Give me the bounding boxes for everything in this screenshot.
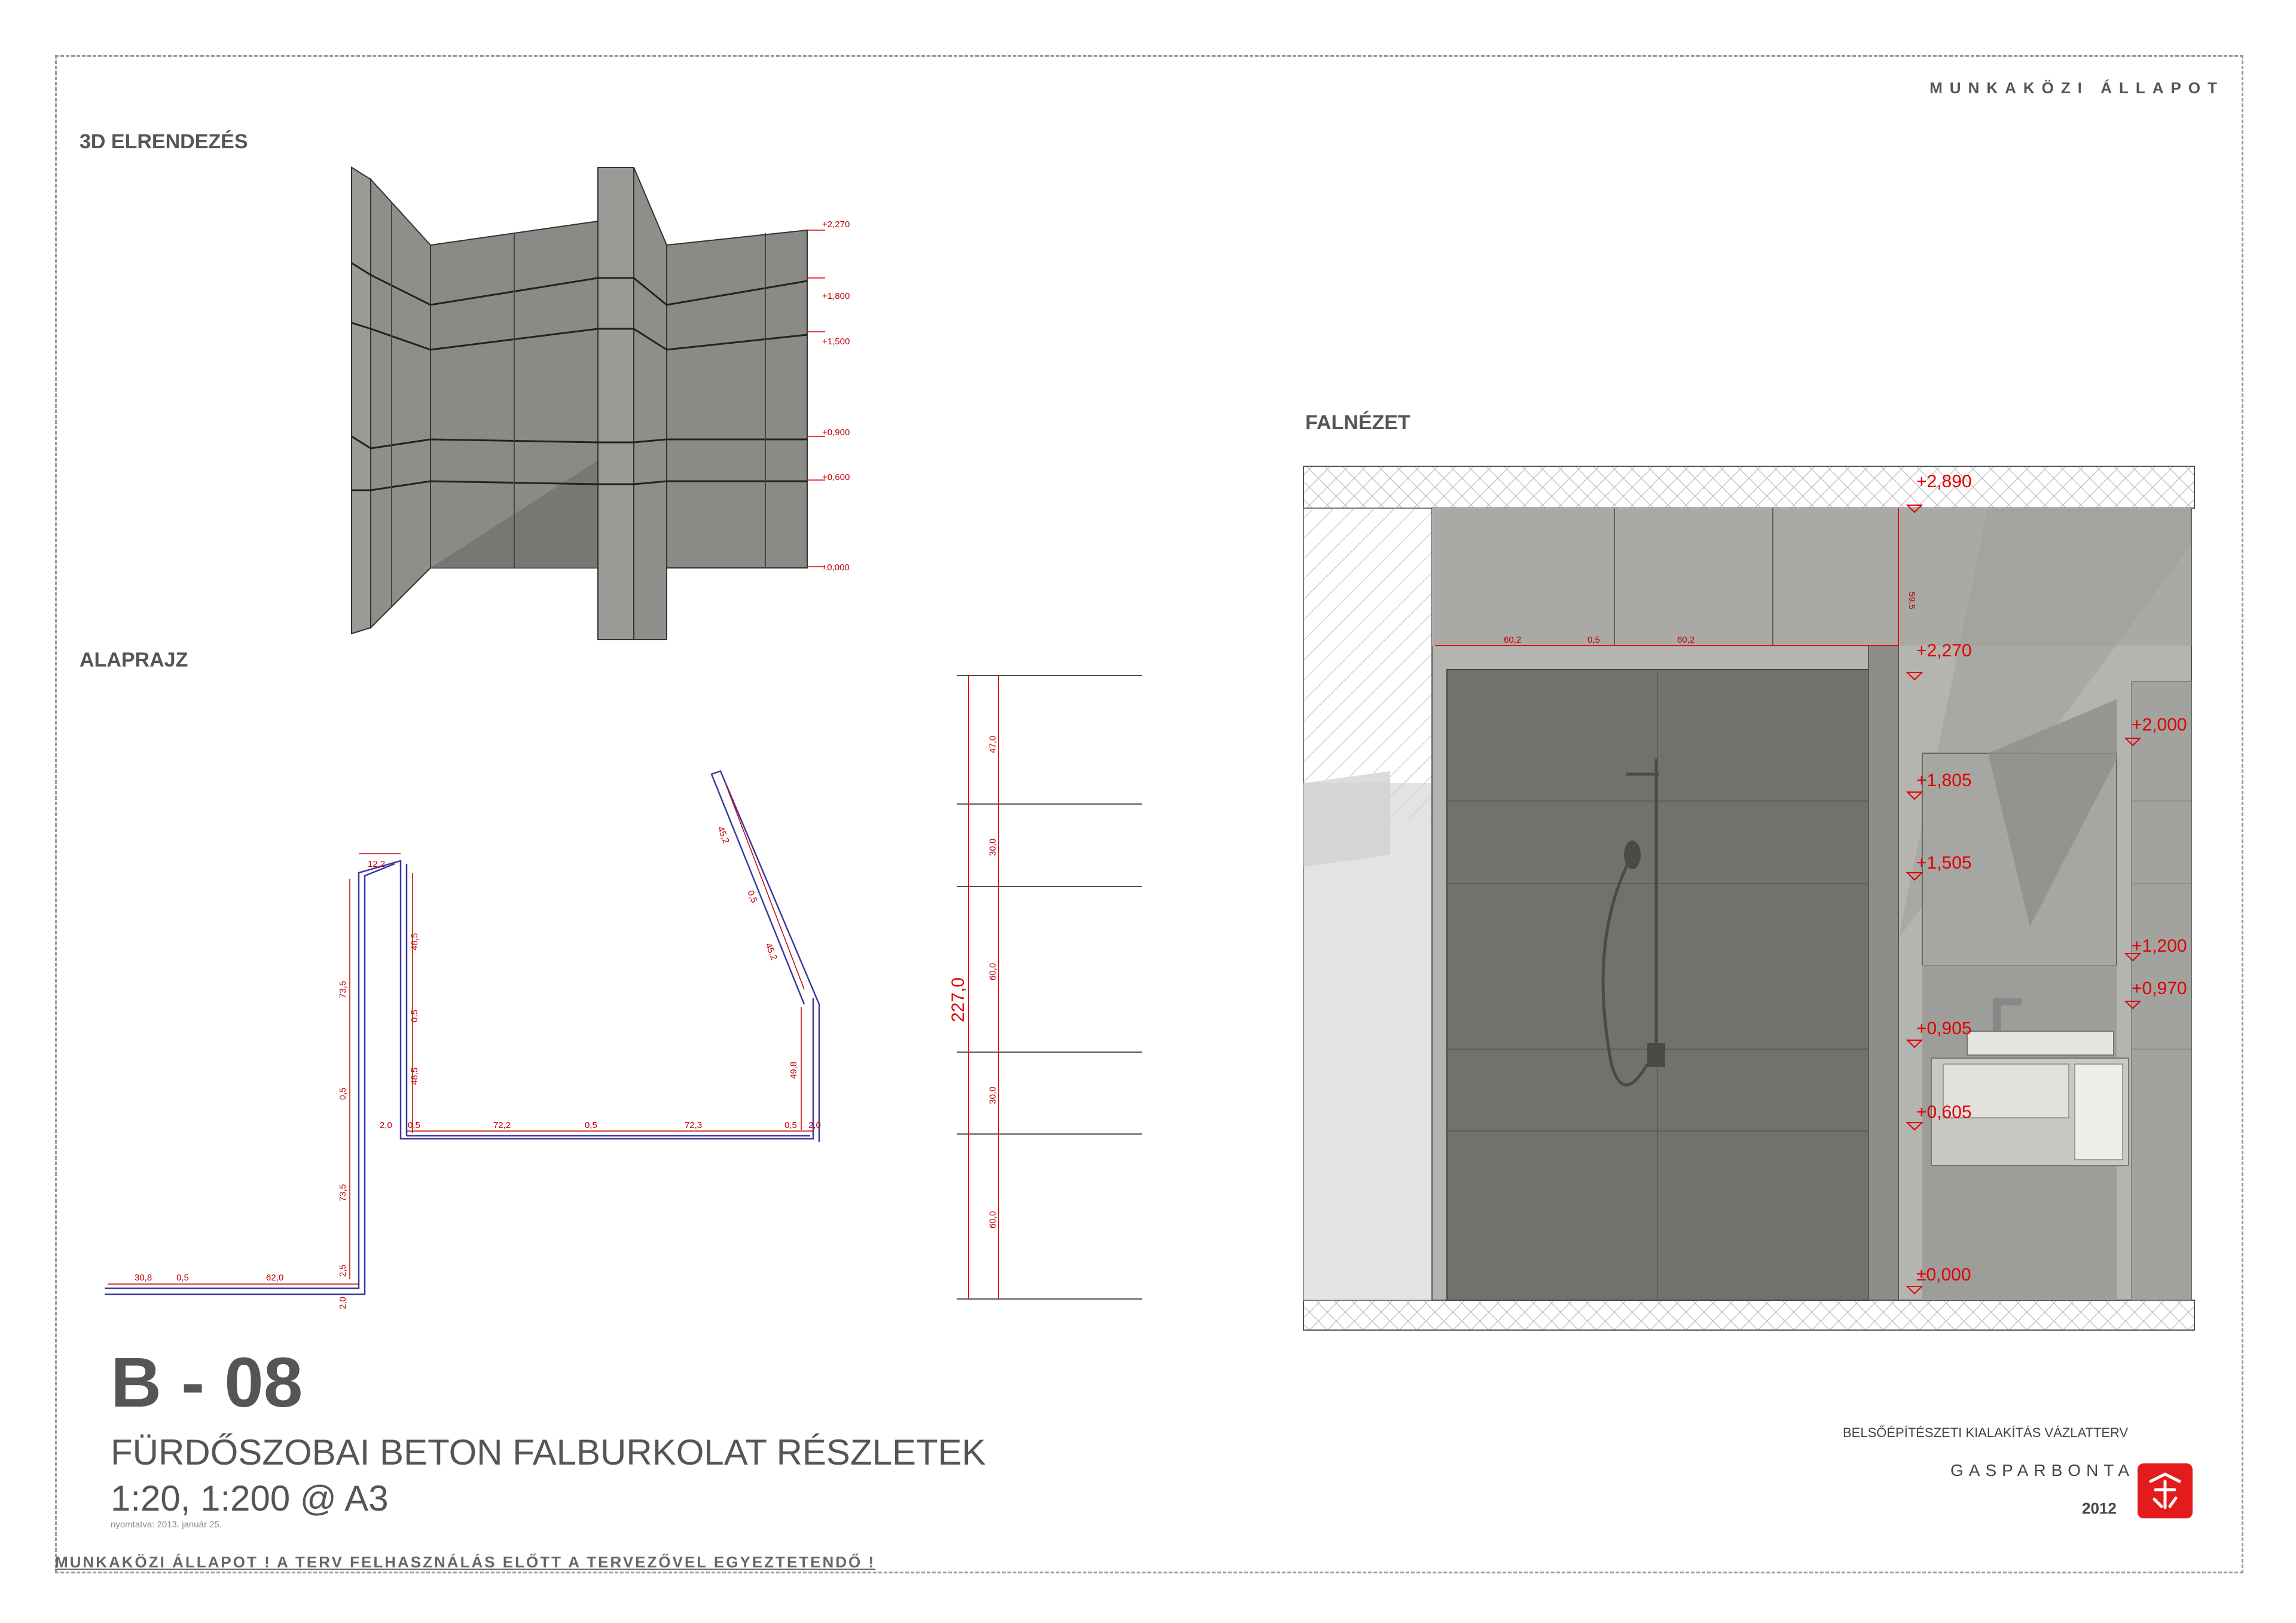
plan-dim-h1: 48,5 <box>410 933 420 950</box>
plan-dim-b7: 2,0 <box>808 1120 821 1130</box>
plan-dim-v2: 0,5 <box>338 1087 348 1100</box>
plan-dim-b2: 0,5 <box>408 1120 420 1130</box>
segment-1-label: 47,0 <box>988 736 998 753</box>
elev-level-0000: ±0,000 <box>1916 1265 1971 1285</box>
elev-level-2270: +2,270 <box>1916 641 1972 661</box>
wall-left-edge <box>351 166 371 635</box>
sink <box>1967 1031 2114 1056</box>
level-3d-1800: +1,800 <box>822 291 850 301</box>
segment-3-label: 60,0 <box>988 963 998 980</box>
status-header: MUNKAKÖZI ÁLLAPOT <box>1929 79 2224 97</box>
plan-dim-s2: 0,5 <box>745 889 759 904</box>
elev-dim-w2: 0,5 <box>1587 635 1600 645</box>
plan-dim-d3: 62,0 <box>266 1273 283 1283</box>
wall-right <box>666 229 808 568</box>
plan-dim-b1: 2,0 <box>380 1120 392 1130</box>
sheet-scale: 1:20, 1:200 @ A3 <box>111 1478 389 1518</box>
elev-level-0970: +0,970 <box>2132 979 2187 998</box>
wall-left <box>370 178 431 629</box>
level-3d-1500: +1,500 <box>822 337 850 347</box>
plan-dim-b4: 0,5 <box>585 1120 597 1130</box>
designer-name: GASPARBONTA <box>1950 1461 2135 1480</box>
elev-level-1805: +1,805 <box>1916 771 1972 790</box>
segment-4-label: 30,0 <box>988 1087 998 1104</box>
print-date: nyomtatva: 2013. január 25. <box>111 1520 222 1530</box>
floor-slab <box>1303 1300 2195 1331</box>
level-3d-0900: +0,900 <box>822 427 850 438</box>
sheet-title: FÜRDŐSZOBAI BETON FALBURKOLAT RÉSZLETEK <box>111 1432 986 1472</box>
ceiling-slab <box>1303 466 2195 509</box>
view-3d-drawing: +2,270 +1,800 +1,500 +0,900 +0,600 ±0,00… <box>351 166 850 640</box>
elev-level-1200: +1,200 <box>2132 936 2187 956</box>
elev-level-top: +2,890 <box>1916 472 1972 491</box>
plan-dim-b3: 72,2 <box>493 1120 511 1130</box>
section-title-elevation: FALNÉZET <box>1305 411 1410 434</box>
segment-5-label: 60,0 <box>988 1211 998 1228</box>
sheet-frame <box>55 55 2243 1573</box>
plan-dim-s4: 49,8 <box>789 1062 799 1079</box>
elev-level-0605: +0,605 <box>1916 1102 1972 1122</box>
level-3d-2270: +2,270 <box>822 219 850 230</box>
level-3d-0600: +0,600 <box>822 472 850 482</box>
pillar-side <box>633 167 667 640</box>
floor-plan-drawing: 30,8 0,5 62,0 2,5 2,0 73,5 0,5 73,5 12,2… <box>105 770 821 1309</box>
plan-dim-v3: 73,5 <box>338 1184 348 1202</box>
plan-dim-h3: 48,5 <box>410 1068 420 1085</box>
elev-dim-w3: 60,2 <box>1677 635 1694 645</box>
elev-level-1505: +1,505 <box>1916 853 1972 873</box>
level-3d-0000: ±0,000 <box>822 563 850 573</box>
sheet-code: B - 08 <box>111 1343 303 1422</box>
plan-dim-v1: 73,5 <box>338 981 348 998</box>
vertical-dimension-drawing: 227,0 47,0 30,0 60,0 30,0 60,0 <box>948 675 1142 1300</box>
plan-dim-d1: 30,8 <box>135 1273 152 1283</box>
section-title-3d: 3D ELRENDEZÉS <box>80 130 248 153</box>
pillar-front <box>597 167 634 640</box>
plan-dim-b5: 72,3 <box>685 1120 702 1130</box>
elev-level-0905: +0,905 <box>1916 1019 1972 1038</box>
elev-level-2000: +2,000 <box>2132 715 2187 735</box>
project-year: 2012 <box>2082 1499 2117 1517</box>
designer-logo-icon <box>2138 1463 2193 1518</box>
plan-dim-h2: 0,5 <box>410 1010 420 1022</box>
plan-dim-d5: 2,0 <box>338 1297 348 1309</box>
status-warning: MUNKAKÖZI ÁLLAPOT ! A TERV FELHASZNÁLÁS … <box>55 1553 876 1571</box>
plan-dim-s3: 45,2 <box>763 942 779 961</box>
total-height-label: 227,0 <box>948 977 968 1022</box>
segment-2-label: 30,0 <box>988 839 998 856</box>
elev-dim-w1: 60,2 <box>1504 635 1521 645</box>
elev-dim-h: 59,5 <box>1907 592 1917 609</box>
elevation-drawing: 60,2 0,5 60,2 59,5 +2,890 +2,270 +2,000 … <box>1303 466 2195 1331</box>
plan-dim-s1: 45,2 <box>715 825 731 845</box>
shower-fixture <box>1601 759 1659 1087</box>
project-type: BELSŐÉPÍTÉSZETI KIALAKÍTÁS VÁZLATTERV <box>1843 1425 2129 1440</box>
plan-dim-b6: 0,5 <box>784 1120 797 1130</box>
plan-dim-top: 12,2 <box>368 859 385 869</box>
section-title-plan: ALAPRAJZ <box>80 649 188 671</box>
plan-dim-d4: 2,5 <box>338 1264 348 1277</box>
plan-dim-d2: 0,5 <box>176 1273 189 1283</box>
